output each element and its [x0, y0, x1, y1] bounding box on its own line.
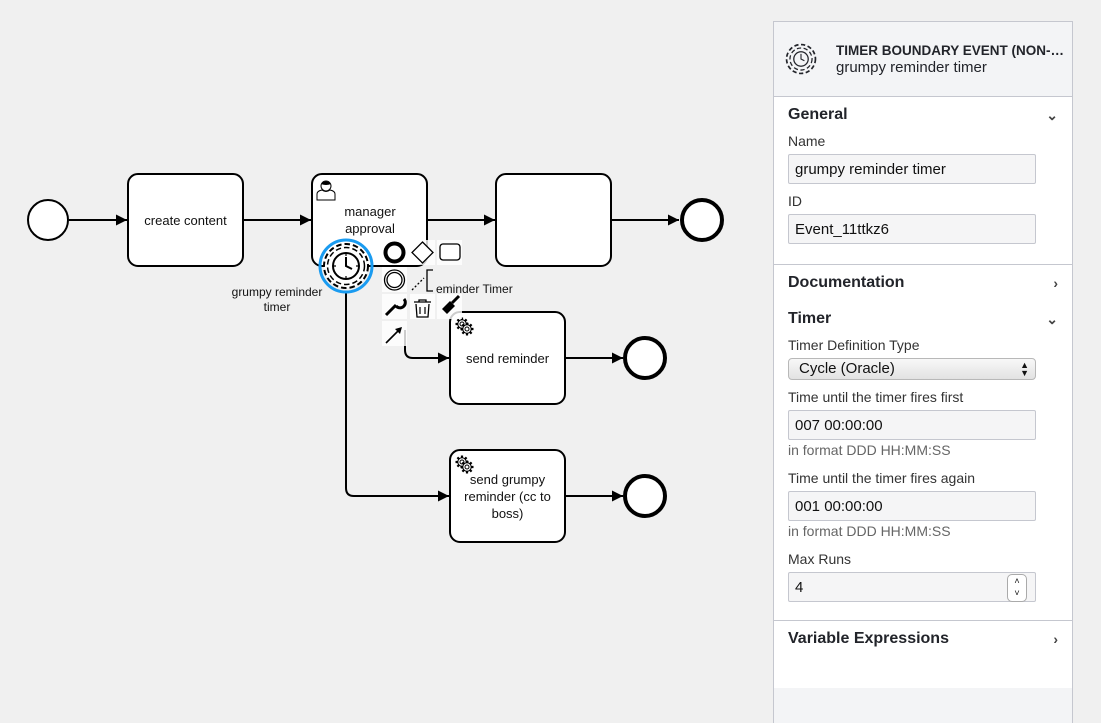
- max-runs-label: Max Runs: [788, 551, 852, 567]
- task-label: create content: [144, 212, 227, 228]
- select-arrows-icon: ▲▼: [1020, 360, 1029, 378]
- end-event-grumpy[interactable]: [623, 474, 667, 518]
- append-task-icon[interactable]: [439, 243, 461, 261]
- panel-header: TIMER BOUNDARY EVENT (NON-INTERRUPTING) …: [774, 22, 1072, 97]
- group-title: General: [788, 106, 848, 123]
- context-pad: [382, 240, 462, 346]
- group-header-general[interactable]: General ⌄: [774, 97, 1072, 133]
- append-end-event-icon[interactable]: [383, 241, 406, 264]
- wrench-icon[interactable]: [384, 298, 407, 317]
- first-fire-label: Time until the timer fires first: [788, 389, 964, 405]
- group-general: General ⌄ Name grumpy reminder timer ID …: [774, 97, 1072, 265]
- flow-timer-grumpy[interactable]: [345, 292, 449, 502]
- again-fire-label: Time until the timer fires again: [788, 470, 975, 486]
- connect-arrow-icon[interactable]: [385, 327, 402, 344]
- name-input[interactable]: grumpy reminder timer: [788, 154, 1036, 184]
- chevron-down-icon: ⌄: [1046, 310, 1058, 327]
- group-timer: Timer ⌄ Timer Definition Type Cycle (Ora…: [774, 301, 1072, 621]
- flow-timer-reminder[interactable]: [404, 330, 449, 364]
- timer-type-select[interactable]: Cycle (Oracle) ▲▼: [788, 358, 1036, 380]
- chevron-right-icon: ›: [1053, 631, 1058, 647]
- end-event-reminder[interactable]: [623, 336, 667, 380]
- append-gateway-icon[interactable]: [411, 241, 434, 264]
- task-send-grumpy-reminder[interactable]: [449, 449, 566, 543]
- first-fire-input[interactable]: 007 00:00:00: [788, 410, 1036, 440]
- stepper-icon[interactable]: ˄˅: [1007, 574, 1027, 602]
- diagram-svg: [27, 173, 724, 543]
- again-fire-hint: in format DDD HH:MM:SS: [788, 523, 951, 539]
- task-send-reminder[interactable]: [449, 311, 566, 405]
- element-name: grumpy reminder timer: [836, 58, 987, 76]
- group-title: Timer: [788, 310, 832, 327]
- group-title: Variable Expressions: [788, 630, 949, 647]
- start-event[interactable]: [27, 199, 69, 241]
- again-fire-input[interactable]: 001 00:00:00: [788, 491, 1036, 521]
- first-fire-hint: in format DDD HH:MM:SS: [788, 442, 951, 458]
- name-label: Name: [788, 133, 826, 149]
- user-task-icon: [316, 180, 336, 201]
- group-header-variable-expressions[interactable]: Variable Expressions ›: [774, 621, 1072, 657]
- panel-empty-area: [774, 688, 1072, 723]
- timer-boundary-event[interactable]: [318, 238, 374, 294]
- append-intermediate-event-icon[interactable]: [383, 269, 406, 291]
- text-annotation-icon[interactable]: [411, 269, 433, 292]
- element-type: TIMER BOUNDARY EVENT (NON-INTERRUPTING): [836, 42, 1066, 58]
- group-header-timer[interactable]: Timer ⌄: [774, 301, 1072, 337]
- group-title: Documentation: [788, 274, 905, 291]
- max-runs-input[interactable]: 4 ˄˅: [788, 572, 1036, 602]
- id-label: ID: [788, 193, 802, 209]
- end-event-main[interactable]: [680, 198, 724, 242]
- timer-type-label: Timer Definition Type: [788, 337, 920, 353]
- timer-event-icon: [785, 43, 817, 75]
- task-unnamed[interactable]: [495, 173, 612, 267]
- task-label: send grumpy reminder (cc to boss): [464, 471, 551, 521]
- properties-panel: TIMER BOUNDARY EVENT (NON-INTERRUPTING) …: [773, 21, 1073, 723]
- trash-icon[interactable]: [414, 299, 431, 318]
- boundary-event-label: grumpy reminder timer: [231, 285, 323, 314]
- bpmn-canvas[interactable]: create content manager approval send rem…: [0, 0, 770, 723]
- id-input[interactable]: Event_11ttkz6: [788, 214, 1036, 244]
- task-label: manager approval: [344, 204, 396, 236]
- group-header-documentation[interactable]: Documentation ›: [774, 265, 1072, 301]
- task-create-content[interactable]: [127, 173, 244, 267]
- chevron-down-icon: ⌄: [1046, 106, 1058, 123]
- paint-brush-icon[interactable]: [442, 294, 461, 314]
- max-runs-value: 4: [795, 579, 804, 596]
- partial-label: eminder Timer: [436, 282, 513, 296]
- task-label: send reminder: [465, 350, 550, 366]
- task-label: [496, 174, 611, 266]
- chevron-right-icon: ›: [1053, 275, 1058, 291]
- timer-type-value: Cycle (Oracle): [799, 360, 895, 377]
